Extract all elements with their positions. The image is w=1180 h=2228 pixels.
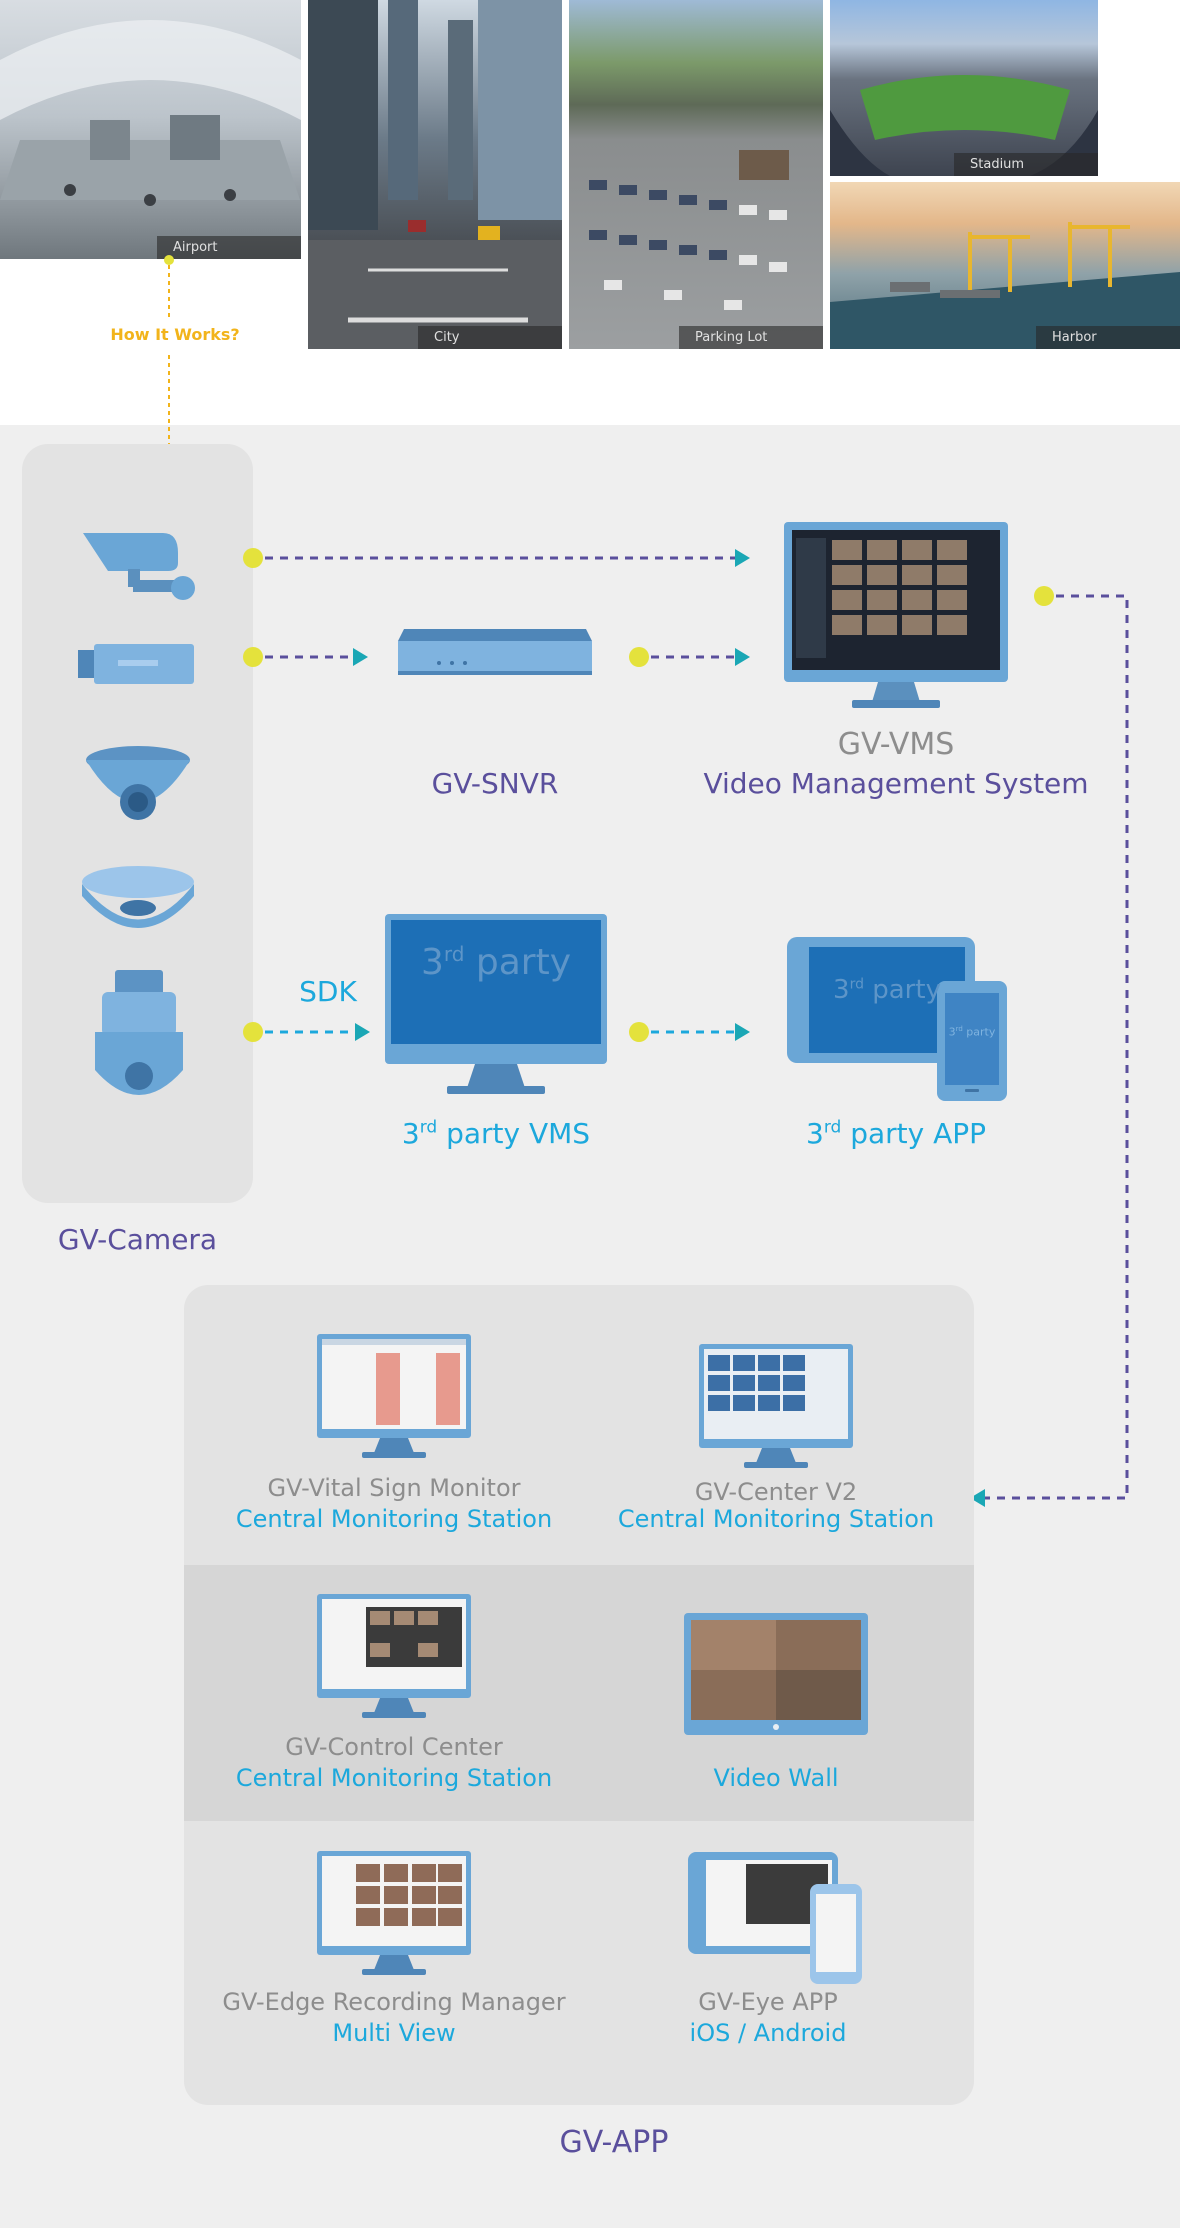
third-party-vms-monitor-icon: 3rd party (383, 912, 609, 1098)
phone-text-word: party (962, 1025, 996, 1039)
photo-city: City (308, 0, 562, 349)
app-label-rest: party APP (841, 1117, 987, 1150)
vms-label-base: 3 (401, 1117, 420, 1150)
vms-name: GV-VMS (837, 727, 955, 762)
dome-camera-icon (86, 746, 190, 820)
photo-caption: Parking Lot (679, 326, 823, 349)
app-item-subtitle: Central Monitoring Station (235, 1505, 553, 1533)
phone-screen-text: 3rd party (945, 1025, 999, 1039)
vms-label-rest: party VMS (437, 1117, 591, 1150)
photo-caption: Airport (157, 236, 301, 259)
center-v2-monitor-icon (699, 1344, 853, 1468)
bullet-camera-icon (83, 533, 195, 600)
app-label-base: 3 (805, 1117, 824, 1150)
app-group-label: GV-APP (559, 2125, 669, 2160)
tablet-text-sup: rd (849, 976, 864, 993)
app-item-subtitle: Central Monitoring Station (617, 1505, 935, 1533)
photo-parking-lot: Parking Lot (569, 0, 823, 349)
vms-subtitle: Video Management System (703, 767, 1089, 800)
photo-caption: City (418, 326, 562, 349)
tablet-screen-text: 3rd party (809, 975, 965, 1005)
snvr-device-icon (398, 629, 592, 675)
app-label-sup: rd (823, 1117, 842, 1138)
app-item-name: GV-Eye APP (698, 1988, 838, 2016)
photo-airport: Airport (0, 0, 301, 259)
vital-sign-monitor-icon (317, 1334, 471, 1458)
screen-text-sup: rd (443, 942, 465, 966)
third-party-vms-label: 3rd party VMS (360, 1117, 632, 1150)
photo-caption: Harbor (1036, 326, 1180, 349)
snvr-label: GV-SNVR (431, 767, 559, 800)
scenario-photo-strip: Airport City Parking (0, 0, 1180, 425)
screen-text-base: 3 (420, 942, 444, 983)
how-it-works-label: How It Works? (110, 325, 240, 344)
app-item-subtitle: Central Monitoring Station (235, 1764, 553, 1792)
fisheye-camera-icon (82, 866, 194, 928)
box-camera-icon (78, 644, 194, 684)
third-party-app-device-icon: 3rd party 3rd party (787, 935, 1009, 1105)
screen-text-word: party (464, 942, 572, 983)
third-party-app-label: 3rd party APP (760, 1117, 1032, 1150)
edge-recording-manager-monitor-icon (317, 1851, 471, 1975)
app-item-subtitle: iOS / Android (689, 2019, 847, 2047)
control-center-monitor-icon (317, 1594, 471, 1718)
app-item-subtitle: Multi View (332, 2019, 456, 2047)
ptz-camera-icon (95, 970, 183, 1095)
airport-scene (0, 20, 301, 206)
city-scene (308, 0, 562, 349)
video-wall-icon (684, 1613, 868, 1735)
app-item-name: GV-Control Center (285, 1733, 503, 1761)
vms-label-sup: rd (419, 1117, 438, 1138)
phone-text-sup: rd (955, 1025, 963, 1033)
app-item-subtitle: Video Wall (713, 1764, 839, 1792)
camera-group-label: GV-Camera (57, 1223, 218, 1256)
phone-text-base: 3 (948, 1025, 956, 1039)
third-party-screen-text: 3rd party (391, 942, 601, 983)
app-item-name: GV-Vital Sign Monitor (267, 1474, 521, 1502)
tablet-text-base: 3 (833, 975, 850, 1005)
photo-harbor: Harbor (830, 182, 1180, 349)
eye-app-device-icon (688, 1852, 862, 1984)
app-item-name: GV-Center V2 (694, 1478, 858, 1506)
vms-monitor-icon (784, 522, 1008, 708)
app-item-name: GV-Edge Recording Manager (222, 1988, 566, 2016)
tablet-text-word: party (863, 975, 941, 1005)
parking-scene (589, 150, 789, 310)
sdk-label: SDK (299, 975, 357, 1008)
photo-caption: Stadium (954, 153, 1098, 176)
photo-stadium: Stadium (830, 0, 1098, 176)
